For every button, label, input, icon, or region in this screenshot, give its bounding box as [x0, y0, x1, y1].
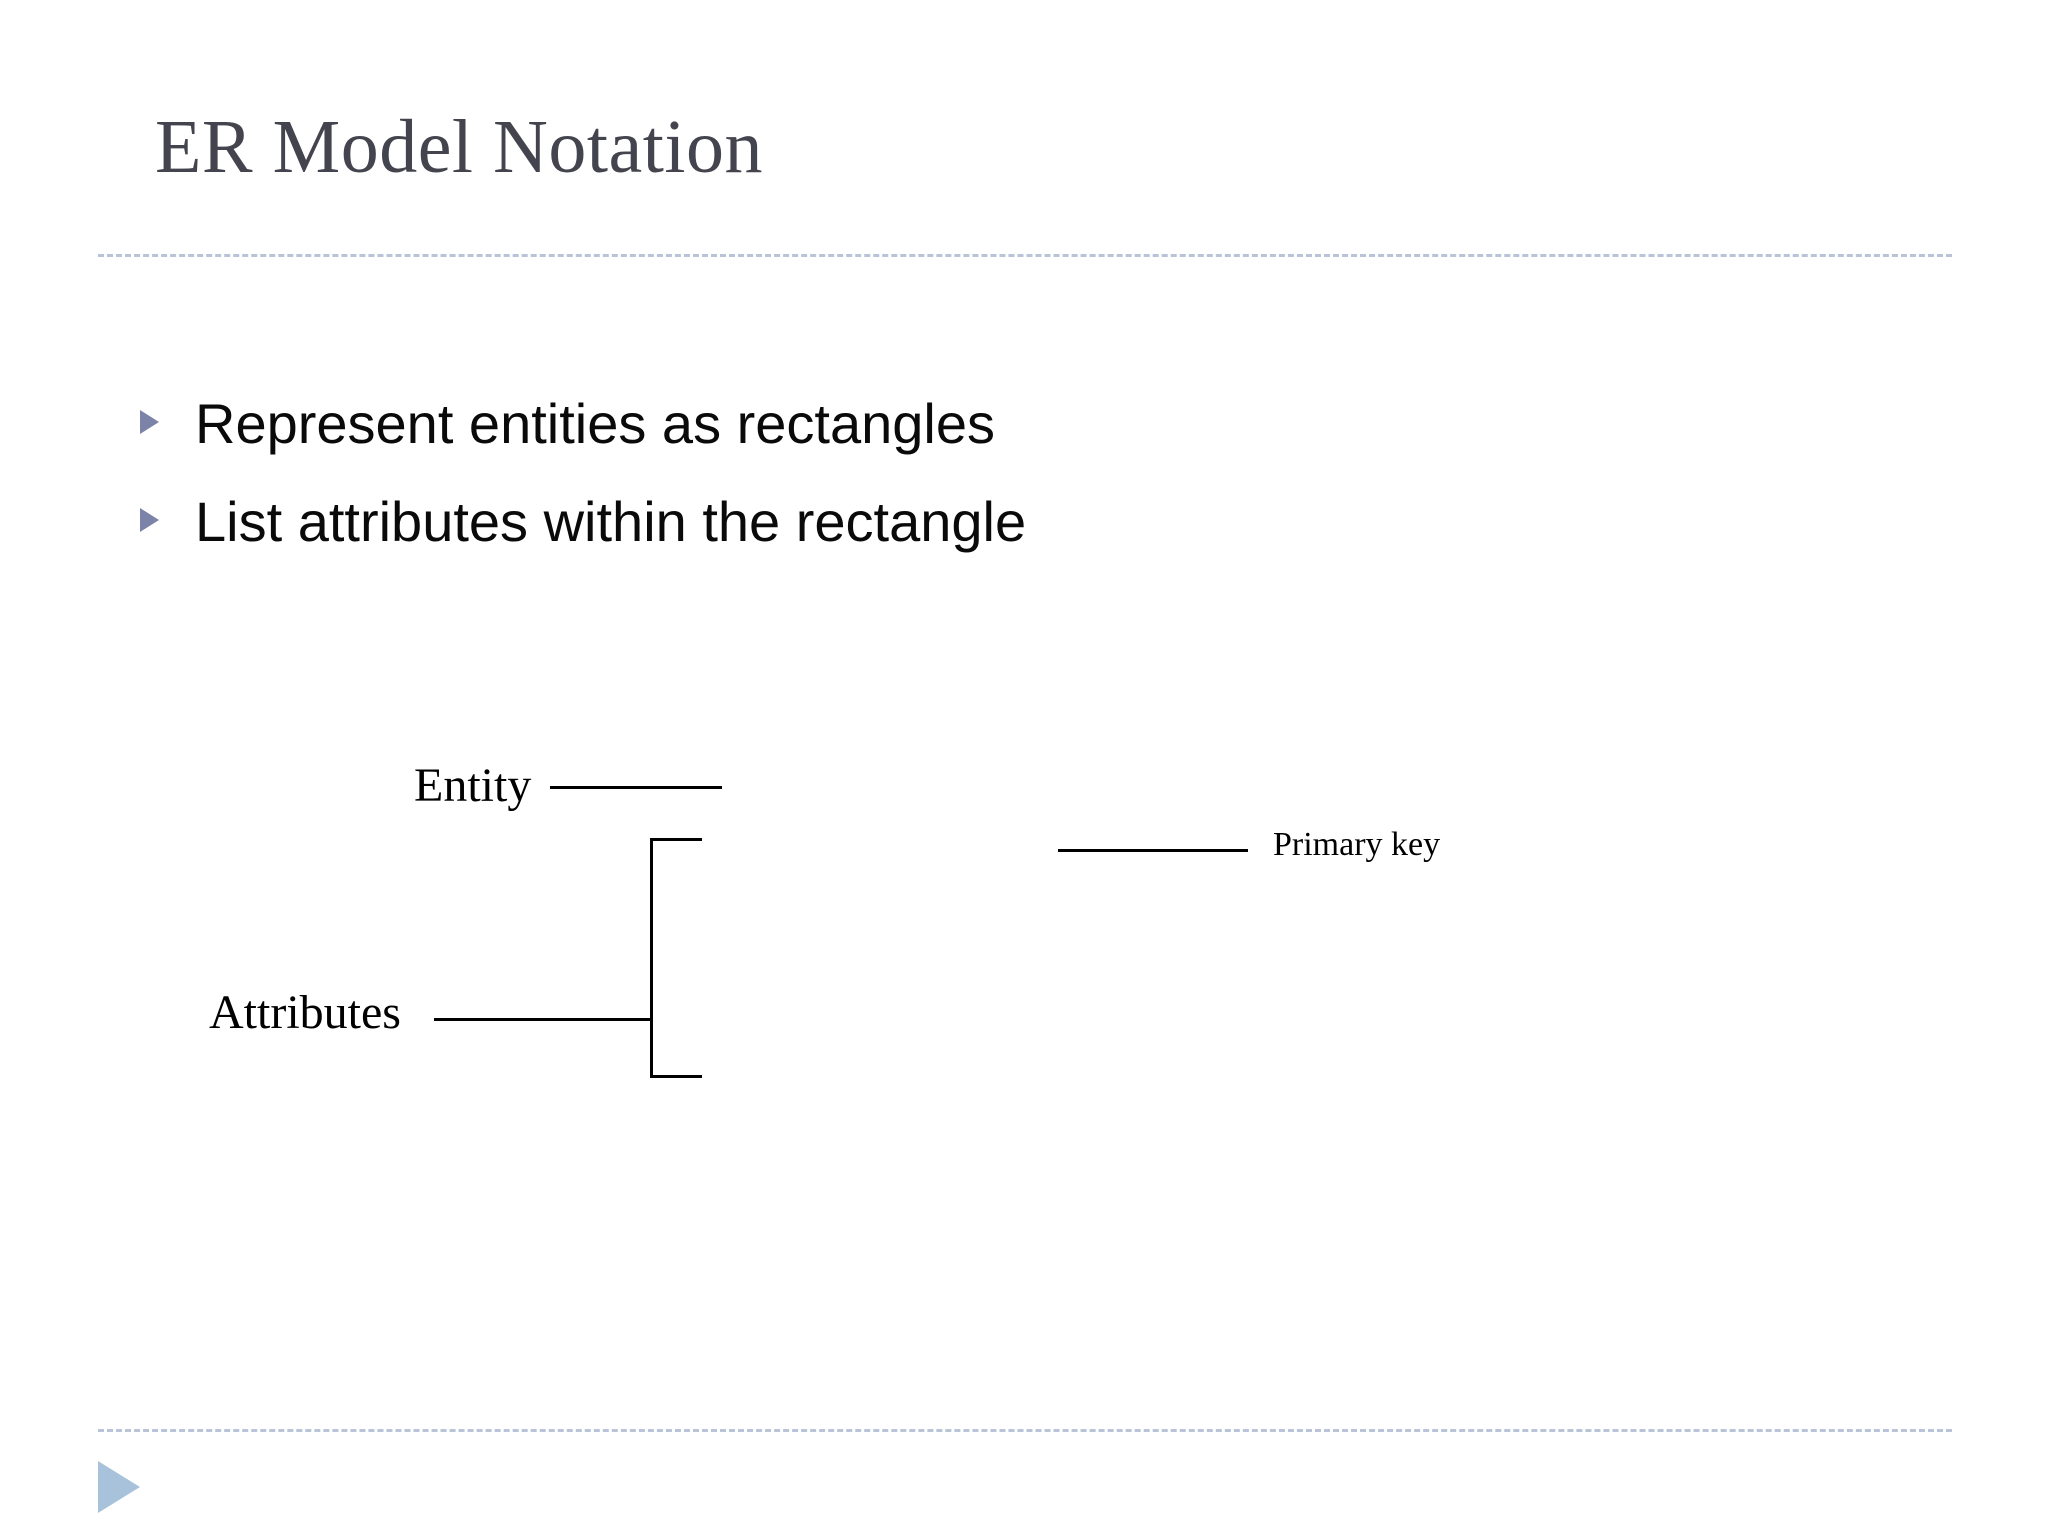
diagram-label-attributes: Attributes: [209, 986, 401, 1039]
next-slide-arrow-icon[interactable]: [98, 1461, 140, 1513]
footer-divider-rule: [98, 1429, 1952, 1432]
triangle-right-bullet-icon: [140, 508, 159, 532]
list-item-label: List attributes within the rectangle: [195, 490, 1027, 553]
list-item-label: Represent entities as rectangles: [195, 392, 995, 455]
title-divider-rule: [98, 254, 1952, 257]
attributes-bracket-arm-top: [650, 838, 702, 841]
page-title: ER Model Notation: [155, 105, 764, 189]
diagram-label-entity: Entity: [414, 759, 532, 812]
attributes-bracket-arm-bottom: [650, 1075, 702, 1078]
leader-line-entity: [550, 786, 722, 789]
leader-line-primary-key: [1058, 849, 1248, 852]
triangle-right-bullet-icon: [140, 410, 159, 434]
diagram-label-primary-key: Primary key: [1273, 826, 1441, 863]
list-item: Represent entities as rectangles: [140, 388, 1640, 462]
leader-line-attributes: [434, 1018, 652, 1021]
attributes-bracket-spine: [650, 838, 653, 1078]
list-item: List attributes within the rectangle: [140, 486, 1640, 560]
bullet-list: Represent entities as rectangles List at…: [140, 388, 1640, 584]
